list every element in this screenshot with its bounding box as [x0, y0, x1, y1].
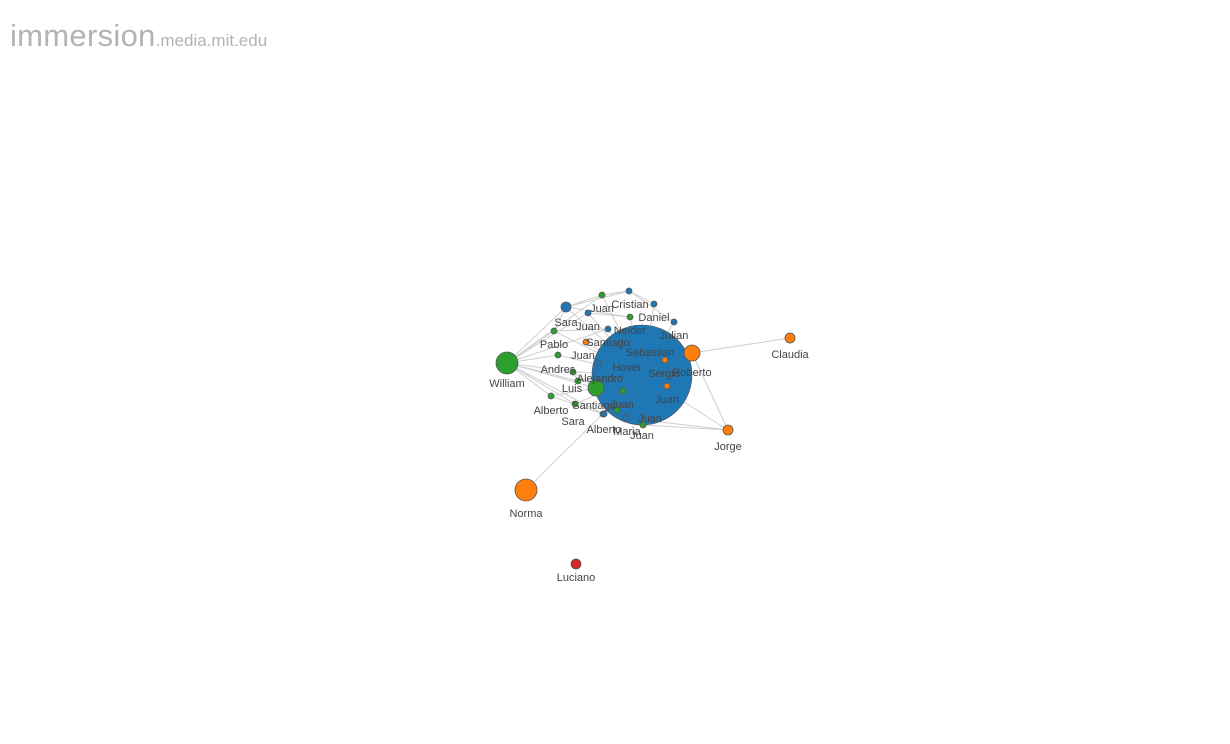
node-alejandro[interactable]	[574, 377, 582, 385]
immersion-logo[interactable]: immersion.media.mit.edu	[10, 18, 267, 54]
node-label-juan2: Juan	[576, 321, 600, 333]
edge	[628, 290, 675, 323]
node-andres[interactable]	[569, 368, 577, 376]
node-label-alejandro: Alejandro	[577, 373, 623, 385]
node-label-santiago2: Santiago	[572, 400, 615, 412]
edge	[628, 290, 655, 305]
node-label-roberto: Roberto	[672, 367, 711, 379]
node-label-sergio: Sergio	[648, 368, 680, 380]
node-label-andres: Andres	[541, 364, 576, 376]
node-label-alberto2: Alberto	[587, 424, 622, 436]
node-label-sara2: Sara	[561, 416, 585, 428]
node-alberto2[interactable]	[600, 410, 608, 418]
node-label-juan3: Juan	[571, 350, 595, 362]
node-pablo[interactable]	[550, 327, 558, 335]
node-label-pablo: Pablo	[540, 339, 568, 351]
edge	[506, 362, 576, 405]
node-sebastian[interactable]	[582, 338, 590, 346]
edge	[691, 337, 791, 354]
node-maria[interactable]	[613, 406, 621, 414]
node-layer	[495, 287, 796, 570]
node-label-alberto1: Alberto	[534, 405, 569, 417]
node-label-juan7: Juan	[630, 430, 654, 442]
node-hover[interactable]	[594, 359, 602, 367]
node-santiago1[interactable]	[604, 325, 612, 333]
node-label-maria: Maria	[613, 426, 641, 438]
node-sara1[interactable]	[560, 301, 572, 313]
node-alberto1[interactable]	[547, 392, 555, 400]
node-juan2[interactable]	[584, 309, 592, 317]
node-juan3[interactable]	[554, 351, 562, 359]
node-label-juan5: Juan	[610, 399, 634, 411]
node-label-sebastian: Sebastian	[626, 347, 675, 359]
node-label-luciano: Luciano	[557, 572, 596, 584]
logo-sub-text: .media.mit.edu	[155, 31, 268, 50]
node-julian[interactable]	[670, 318, 678, 326]
node-label-juan1: Juan	[590, 303, 614, 315]
node-label-daniel: Daniel	[638, 312, 669, 324]
node-juan6[interactable]	[622, 414, 630, 422]
node-jorge[interactable]	[722, 424, 734, 436]
node-neider[interactable]	[626, 313, 634, 321]
node-william[interactable]	[495, 351, 519, 375]
edge	[691, 352, 729, 431]
edge	[587, 312, 631, 318]
node-claudia[interactable]	[784, 332, 796, 344]
edge	[601, 290, 630, 296]
node-norma[interactable]	[514, 478, 538, 502]
node-santiago2[interactable]	[571, 400, 579, 408]
node-sergio[interactable]	[661, 356, 669, 364]
node-label-william: William	[489, 378, 524, 390]
edge	[506, 328, 609, 364]
node-roberto[interactable]	[683, 344, 701, 362]
node-juan1[interactable]	[598, 291, 606, 299]
node-label-cristian: Cristian	[611, 299, 648, 311]
edge	[506, 362, 604, 415]
node-juan4[interactable]	[663, 382, 671, 390]
node-label-juan4: Juan	[655, 394, 679, 406]
node-label-julian: Julian	[660, 330, 689, 342]
edge	[565, 290, 630, 308]
node-label-neider: Neider	[614, 325, 647, 337]
node-label-jorge: Jorge	[714, 441, 742, 453]
edge	[565, 306, 631, 318]
node-luis[interactable]	[587, 379, 605, 397]
logo-main-text: immersion	[10, 18, 156, 53]
node-cristian[interactable]	[625, 287, 633, 295]
node-label-claudia: Claudia	[771, 349, 809, 361]
node-juan5[interactable]	[619, 387, 627, 395]
node-daniel[interactable]	[650, 300, 658, 308]
node-label-juan6: Juan	[638, 413, 662, 425]
node-juan7[interactable]	[639, 421, 647, 429]
edge	[506, 306, 567, 364]
node-label-luis: Luis	[562, 383, 583, 395]
node-label-hover: Hover	[612, 362, 642, 374]
edge	[506, 362, 579, 382]
node-label-norma: Norma	[509, 508, 543, 520]
edge	[553, 328, 609, 332]
node-luciano[interactable]	[570, 558, 582, 570]
node-label-santiago1: Santiago	[586, 337, 629, 349]
edge	[506, 312, 589, 364]
edge	[642, 424, 729, 431]
edge	[565, 294, 603, 308]
node-label-sara1: Sara	[554, 317, 578, 329]
